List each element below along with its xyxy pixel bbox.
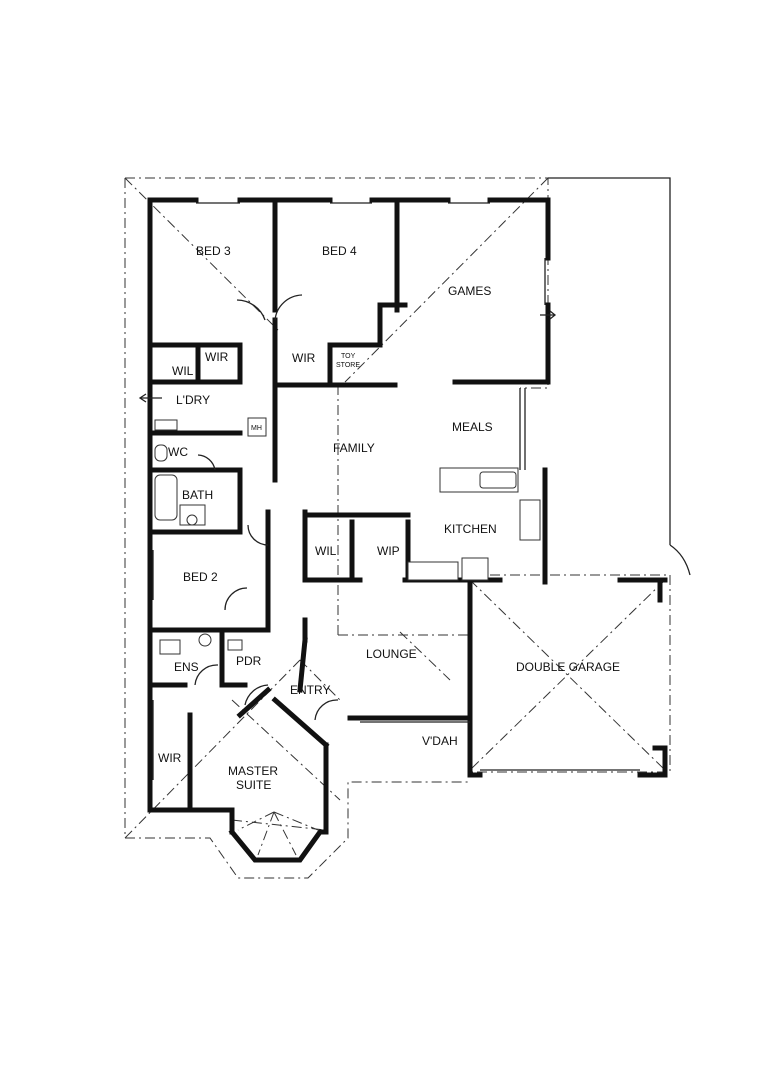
wir-bed3-label: WIR [205,350,229,364]
bay-hips [237,811,319,856]
wir-master-label: WIR [158,751,182,765]
games-exit-arrow-icon [540,310,557,320]
laundry-label: L'DRY [176,393,210,407]
wip-label: WIP [377,544,400,558]
roof-outline [124,177,671,879]
pdr-label: PDR [236,654,262,668]
toy-store-label-1: TOY [341,353,356,360]
windows [152,202,640,780]
laundry-exit-arrow-icon [138,393,162,403]
bed-4-label: BED 4 [322,244,357,258]
bath-label: BATH [182,488,213,502]
boundary-line [548,177,691,576]
door-swings [194,294,339,721]
external-walls [147,197,668,863]
double-garage-label: DOUBLE GARAGE [516,660,620,674]
toy-store-label-2: STORE [336,362,360,369]
bed-3-label: BED 3 [196,244,231,258]
vdah-label: V'DAH [422,734,458,748]
wir-bed4-label: WIR [292,351,316,365]
ens-label: ENS [174,660,199,674]
games-label: GAMES [448,284,491,298]
bed-2-label: BED 2 [183,570,218,584]
mh-label: MH [251,425,262,432]
wil-hall-label: WIL [315,544,337,558]
entry-label: ENTRY [290,683,330,697]
wil-bed3-label: WIL [172,364,194,378]
family-label: FAMILY [333,441,375,455]
fixtures [154,417,541,655]
lounge-label: LOUNGE [366,647,417,661]
master-suite-label-1: MASTER [228,764,278,778]
master-suite-label-2: SUITE [236,778,271,792]
meals-label: MEALS [452,420,493,434]
wc-label: WC [168,445,188,459]
kitchen-label: KITCHEN [444,522,497,536]
room-labels: BED 3 BED 4 GAMES WIR WIL WIR TOY STORE … [158,244,620,792]
internal-walls [147,197,523,813]
